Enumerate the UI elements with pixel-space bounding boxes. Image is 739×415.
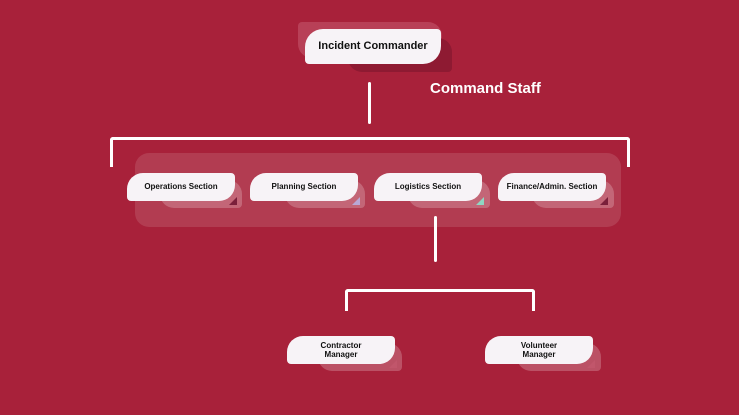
operations-corner-mark — [229, 197, 237, 205]
volunteer-label-line2: Manager — [522, 350, 556, 359]
incident-commander-node[interactable]: Incident Commander — [305, 29, 441, 64]
managers-bracket — [345, 289, 535, 311]
volunteer-manager-node[interactable]: Volunteer Manager — [485, 336, 593, 364]
incident-commander-label: Incident Commander — [318, 40, 428, 53]
command-staff-heading: Command Staff — [430, 80, 541, 97]
contractor-label-line2: Manager — [324, 350, 358, 359]
finance-admin-section-node[interactable]: Finance/Admin. Section — [498, 173, 606, 201]
logistics-section-node[interactable]: Logistics Section — [374, 173, 482, 201]
logistics-connector — [434, 216, 437, 262]
planning-section-label: Planning Section — [271, 182, 337, 192]
planning-corner-mark — [352, 197, 360, 205]
commander-connector — [368, 82, 371, 124]
planning-section-node[interactable]: Planning Section — [250, 173, 358, 201]
contractor-label-line1: Contractor — [320, 340, 362, 350]
volunteer-label-line1: Volunteer — [520, 340, 558, 350]
volunteer-manager-label: Volunteer Manager — [521, 341, 557, 359]
volunteer-corner-mark — [587, 360, 595, 368]
operations-section-label: Operations Section — [144, 182, 218, 192]
sections-bracket — [110, 137, 630, 167]
logistics-corner-mark — [476, 197, 484, 205]
logistics-section-label: Logistics Section — [394, 182, 462, 192]
finance-corner-mark — [600, 197, 608, 205]
contractor-manager-node[interactable]: Contractor Manager — [287, 336, 395, 364]
contractor-corner-mark — [389, 360, 397, 368]
operations-section-node[interactable]: Operations Section — [127, 173, 235, 201]
finance-admin-section-label: Finance/Admin. Section — [506, 182, 598, 192]
contractor-manager-label: Contractor Manager — [321, 341, 362, 359]
